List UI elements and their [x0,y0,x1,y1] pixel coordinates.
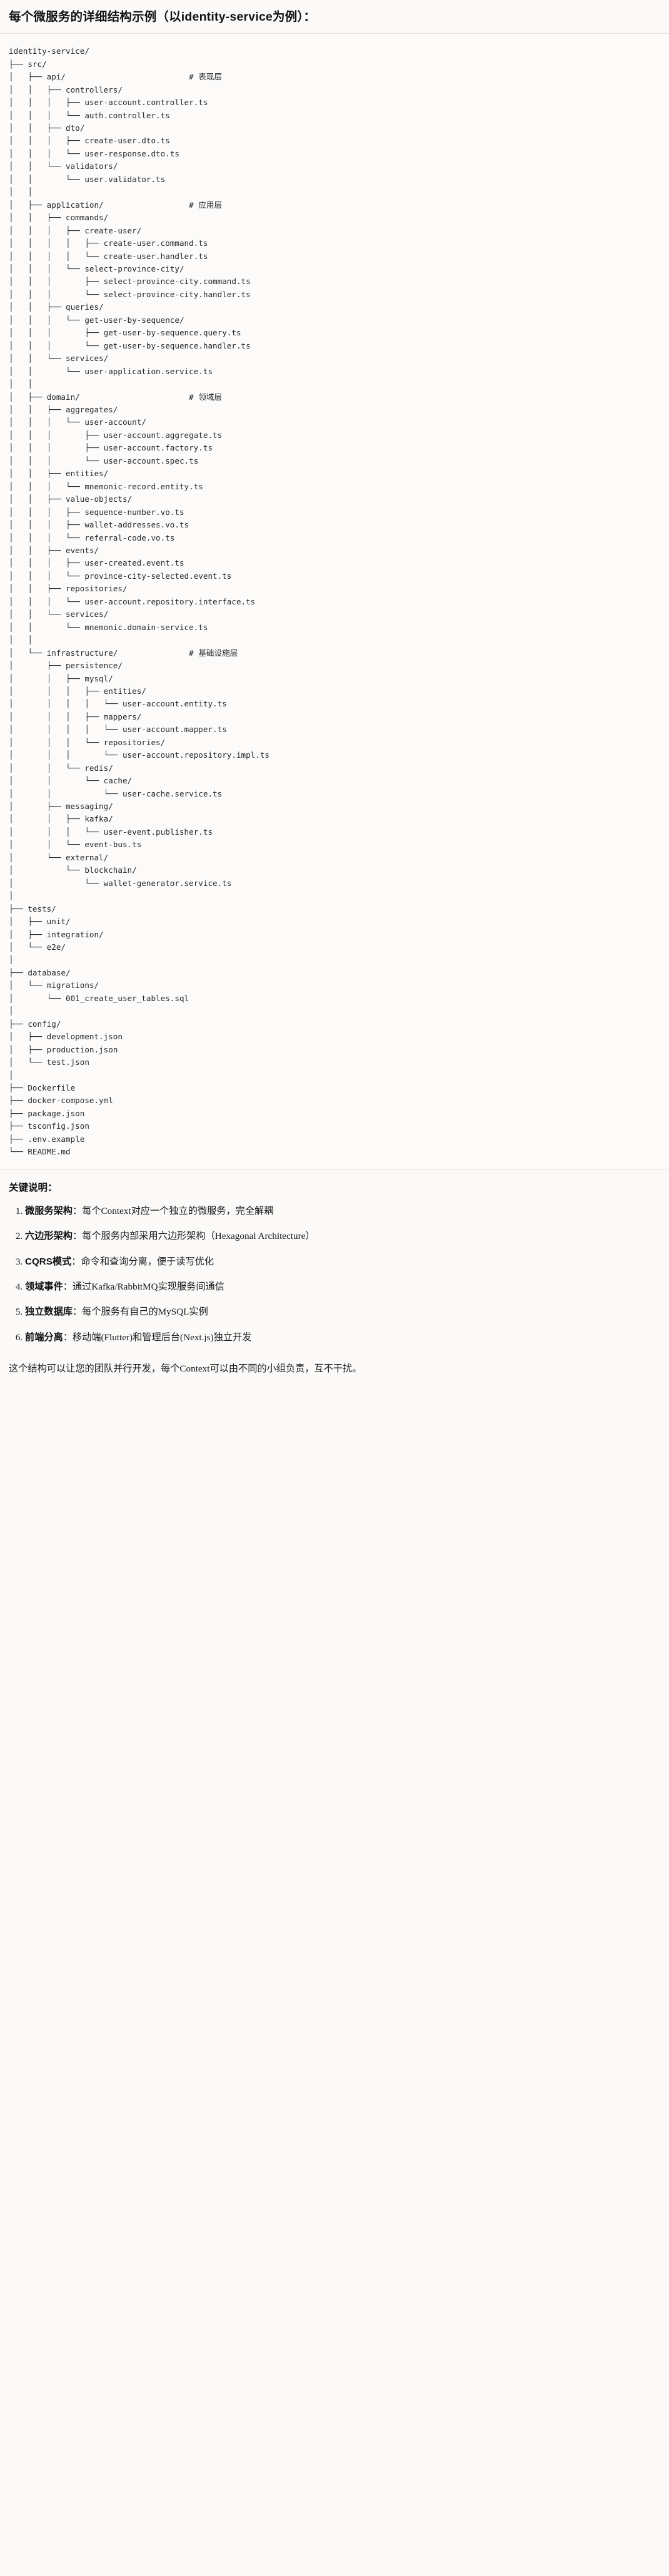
directory-tree: identity-service/ ├── src/ │ ├── api/ # … [9,46,270,1157]
key-point-term: 独立数据库 [25,1306,73,1318]
key-point-separator: ： [72,1231,83,1242]
key-point-separator: ： [63,1281,73,1292]
list-item: 六边形架构：每个服务内部采用六边形架构（Hexagonal Architectu… [25,1229,660,1244]
key-point-term: 微服务架构 [25,1205,73,1216]
list-item: 领域事件：通过Kafka/RabbitMQ实现服务间通信 [25,1280,660,1295]
list-item: 独立数据库：每个服务有自己的MySQL实例 [25,1305,660,1320]
list-item: 前端分离：移动端(Flutter)和管理后台(Next.js)独立开发 [25,1330,660,1345]
key-point-description: 每个Context对应一个独立的微服务，完全解耦 [82,1205,274,1216]
key-point-term: 前端分离 [25,1331,63,1343]
key-point-separator: ： [71,1256,81,1267]
key-point-term: CQRS模式 [25,1256,72,1267]
page-title: 每个微服务的详细结构示例（以identity-service为例）： [9,10,316,24]
list-item: 微服务架构：每个Context对应一个独立的微服务，完全解耦 [25,1204,660,1219]
key-points-heading: 关键说明： [9,1182,58,1193]
key-point-term: 领域事件 [25,1281,63,1292]
key-points-section: 关键说明： 微服务架构：每个Context对应一个独立的微服务，完全解耦 六边形… [0,1169,669,1358]
closing-paragraph: 这个结构可以让您的团队并行开发，每个Context可以由不同的小组负责，互不干扰… [9,1363,362,1374]
key-point-description: 每个服务有自己的MySQL实例 [82,1306,208,1318]
key-point-description: 命令和查询分离，便于读写优化 [81,1256,214,1267]
key-point-separator: ： [63,1331,73,1343]
key-points-list: 微服务架构：每个Context对应一个独立的微服务，完全解耦 六边形架构：每个服… [9,1204,660,1345]
document-page: 每个微服务的详细结构示例（以identity-service为例）： ident… [0,0,669,1387]
list-item: CQRS模式：命令和查询分离，便于读写优化 [25,1255,660,1270]
key-point-description: 每个服务内部采用六边形架构（Hexagonal Architecture） [82,1231,315,1242]
title-divider [0,33,669,34]
key-point-separator: ： [72,1306,83,1318]
key-point-separator: ： [72,1205,83,1216]
directory-tree-block: identity-service/ ├── src/ │ ├── api/ # … [0,34,669,1169]
key-point-description: 通过Kafka/RabbitMQ实现服务间通信 [72,1281,224,1292]
key-point-term: 六边形架构 [25,1231,73,1242]
key-point-description: 移动端(Flutter)和管理后台(Next.js)独立开发 [72,1331,252,1343]
